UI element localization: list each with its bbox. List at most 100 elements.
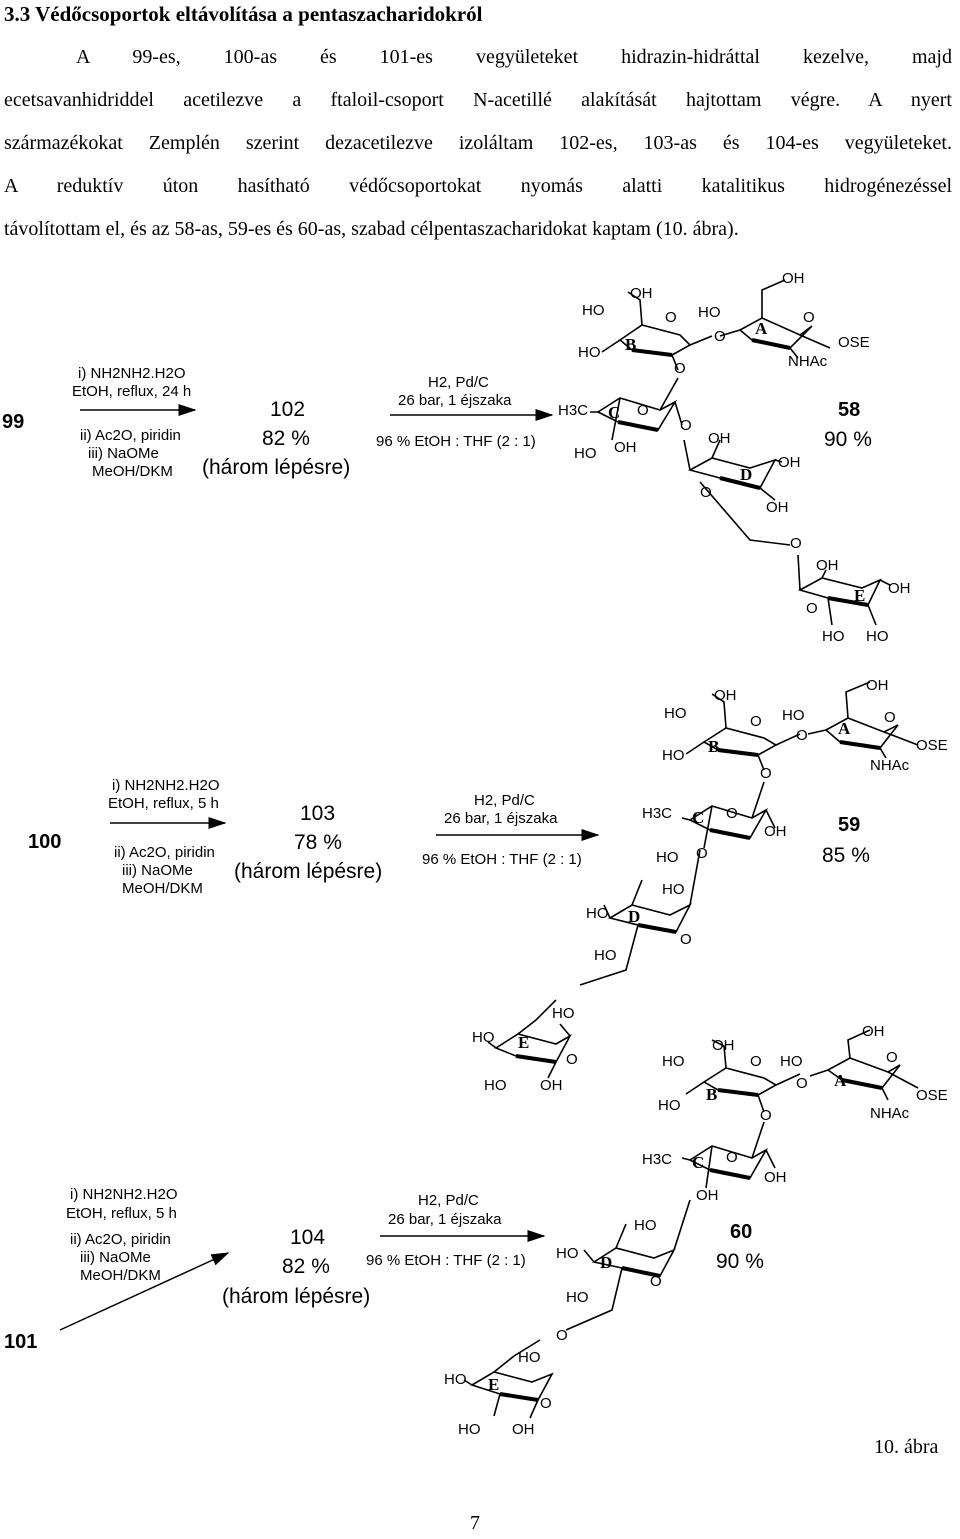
atom-label: C [692, 808, 704, 827]
condition-text: 96 % EtOH : THF (2 : 1) [422, 851, 582, 868]
atom-label: OH [862, 1023, 885, 1040]
atom-label: NHAc [870, 757, 910, 774]
condition-text: 96 % EtOH : THF (2 : 1) [366, 1252, 526, 1269]
start-compound-label: 100 [28, 831, 61, 853]
atom-label: D [740, 465, 752, 484]
atom-label: O [650, 1273, 662, 1290]
step-note-text: (három lépésre) [202, 456, 350, 479]
paragraph-line: távolítottam el, és az 58-as, 59-es és 6… [4, 218, 739, 240]
section-heading: 3.3 Védőcsoportok eltávolítása a pentasz… [4, 2, 483, 26]
atom-label: OH [512, 1421, 535, 1438]
condition-text: MeOH/DKM [80, 1267, 161, 1284]
atom-label: O [714, 328, 726, 345]
atom-label: OH [888, 580, 911, 597]
page-number: 7 [470, 1512, 480, 1534]
start-compound-label: 101 [4, 1331, 37, 1353]
atom-label: HO [574, 445, 597, 462]
atom-label: O [700, 484, 712, 501]
condition-text: ii) Ac2O, piridin [114, 844, 215, 861]
paragraph-line: A reduktív úton hasítható védőcsoportoka… [4, 175, 952, 197]
yield-text: 85 % [822, 844, 870, 867]
condition-text: MeOH/DKM [92, 463, 173, 480]
atom-label: OH [764, 823, 787, 840]
paragraph-line: ecetsavanhidriddel acetilezve a ftaloil-… [4, 89, 952, 111]
reaction-arrow [59, 1252, 230, 1331]
atom-label: H3C [642, 1151, 672, 1168]
atom-label: OSE [838, 334, 870, 351]
atom-label: O [760, 1107, 772, 1124]
atom-label: OH [778, 454, 801, 471]
atom-label: HO [662, 747, 685, 764]
atom-label: NHAc [788, 353, 828, 370]
atom-label: O [680, 417, 692, 434]
atom-label: HO [866, 628, 889, 645]
atom-label: HO [658, 1097, 681, 1114]
intermediate-compound-label: 102 [270, 398, 305, 421]
atom-label: OH [712, 1037, 735, 1054]
condition-text: ii) Ac2O, piridin [80, 427, 181, 444]
atom-label: HO [472, 1029, 495, 1046]
atom-label: HO [662, 881, 685, 898]
atom-label: HO [782, 707, 805, 724]
atom-label: C [608, 403, 620, 422]
intermediate-compound-label: 103 [300, 802, 335, 825]
structure-60-atoms: HO HO O HO OH OH HO O O OSE NHAc OH HO O… [444, 1005, 948, 1438]
atom-label: HO [822, 628, 845, 645]
atom-label: OH [816, 557, 839, 574]
atom-label: OH [708, 430, 731, 447]
atom-label: H3C [558, 402, 588, 419]
condition-text: 26 bar, 1 éjszaka [444, 810, 558, 827]
structure-59-atoms: OH HO O O OSE NHAc OH HO O HO O H3C O OH… [586, 677, 948, 964]
condition-text: i) NH2NH2.H2O [112, 777, 220, 794]
product-compound-label: 59 [838, 814, 860, 836]
atom-label: HO [578, 344, 601, 361]
atom-label: B [706, 1085, 717, 1104]
atom-label: HO [444, 1371, 467, 1388]
atom-label: O [696, 845, 708, 862]
yield-text: 90 % [824, 428, 872, 451]
start-compound-label: 99 [2, 411, 24, 433]
figure-caption: 10. ábra [874, 1436, 939, 1458]
condition-text: H2, Pd/C [418, 1192, 479, 1209]
atom-label: O [674, 360, 686, 377]
atom-label: O [750, 713, 762, 730]
atom-label: HO [484, 1077, 507, 1094]
atom-label: O [566, 1051, 578, 1068]
yield-text: 82 % [282, 1255, 330, 1278]
structure-59 [579, 681, 919, 986]
condition-text: 96 % EtOH : THF (2 : 1) [376, 433, 536, 450]
atom-label: D [600, 1253, 612, 1272]
atom-label: O [884, 709, 896, 726]
atom-label: HO [458, 1421, 481, 1438]
condition-text: iii) NaOMe [88, 445, 159, 462]
product-compound-label: 58 [838, 399, 860, 421]
atom-label: HO [552, 1005, 575, 1022]
atom-label: O [726, 805, 738, 822]
condition-text: H2, Pd/C [474, 792, 535, 809]
atom-label: O [796, 727, 808, 744]
atom-label: O [637, 402, 649, 419]
atom-label: OH [714, 687, 737, 704]
atom-label: HO [566, 1289, 589, 1306]
condition-text: EtOH, reflux, 5 h [66, 1205, 177, 1222]
scheme-2: 100 i) NH2NH2.H2O EtOH, reflux, 5 h ii) … [28, 677, 948, 986]
condition-text: 26 bar, 1 éjszaka [388, 1211, 502, 1228]
atom-label: HO [556, 1245, 579, 1262]
body-paragraph: A 99-es, 100-as és 101-es vegyületeket h… [4, 36, 952, 251]
yield-text: 90 % [716, 1250, 764, 1273]
paragraph-line: A 99-es, 100-as és 101-es vegyületeket h… [76, 46, 952, 68]
condition-text: ii) Ac2O, piridin [70, 1231, 171, 1248]
paragraph-line: származékokat Zemplén szerint dezacetile… [4, 132, 952, 154]
atom-label: NHAc [870, 1105, 910, 1122]
condition-text: i) NH2NH2.H2O [78, 365, 186, 382]
atom-label: E [854, 586, 865, 605]
scheme-3: 101 i) NH2NH2.H2O EtOH, reflux, 5 h ii) … [4, 999, 948, 1438]
atom-label: O [750, 1053, 762, 1070]
atom-label: O [790, 535, 802, 552]
condition-text: H2, Pd/C [428, 374, 489, 391]
intermediate-compound-label: 104 [290, 1226, 325, 1249]
atom-label: O [665, 309, 677, 326]
atom-label: OH [614, 439, 637, 456]
condition-text: EtOH, reflux, 5 h [108, 795, 219, 812]
condition-text: MeOH/DKM [122, 880, 203, 897]
